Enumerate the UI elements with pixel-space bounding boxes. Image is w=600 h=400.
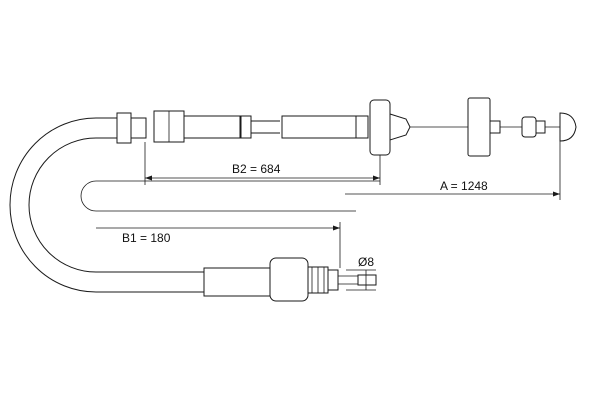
lower-nut xyxy=(327,269,339,291)
upper-nut-1 xyxy=(130,117,147,139)
b2-arrow-left xyxy=(145,175,152,181)
upper-adjuster xyxy=(521,116,537,138)
dimension-a: A = 1248 xyxy=(345,141,561,200)
lower-end-eye xyxy=(357,274,377,286)
b2-label: B2 = 684 xyxy=(232,162,281,176)
b1-label: B1 = 180 xyxy=(122,231,171,245)
upper-tube-end xyxy=(355,115,369,139)
upper-end-cap xyxy=(559,112,577,142)
lower-fitting-assembly xyxy=(203,257,377,302)
b1-arrow-right xyxy=(333,225,340,231)
upper-collar xyxy=(116,112,132,144)
upper-washer xyxy=(467,97,491,157)
dimension-diameter: Ø8 xyxy=(346,255,376,291)
a-label: A = 1248 xyxy=(440,179,488,193)
lower-body xyxy=(269,257,309,302)
upper-cone xyxy=(389,113,411,141)
upper-fitting-assembly xyxy=(116,97,577,157)
cable-sheath-outer xyxy=(9,117,205,293)
a-arrow-right xyxy=(553,191,560,197)
cable-sheath-inner xyxy=(28,137,205,273)
upper-sleeve xyxy=(183,115,241,139)
upper-clamp xyxy=(240,115,252,139)
upper-locknut xyxy=(489,120,501,134)
upper-tube xyxy=(281,115,357,139)
upper-adjuster-tip xyxy=(535,120,546,134)
cable-return-loop xyxy=(80,180,380,212)
lower-sleeve xyxy=(203,267,271,297)
dimension-b1: B1 = 180 xyxy=(96,222,341,268)
diameter-label: Ø8 xyxy=(358,255,374,269)
dimension-b2: B2 = 684 xyxy=(144,142,381,185)
upper-flange xyxy=(369,99,391,156)
b2-arrow-right xyxy=(373,175,380,181)
